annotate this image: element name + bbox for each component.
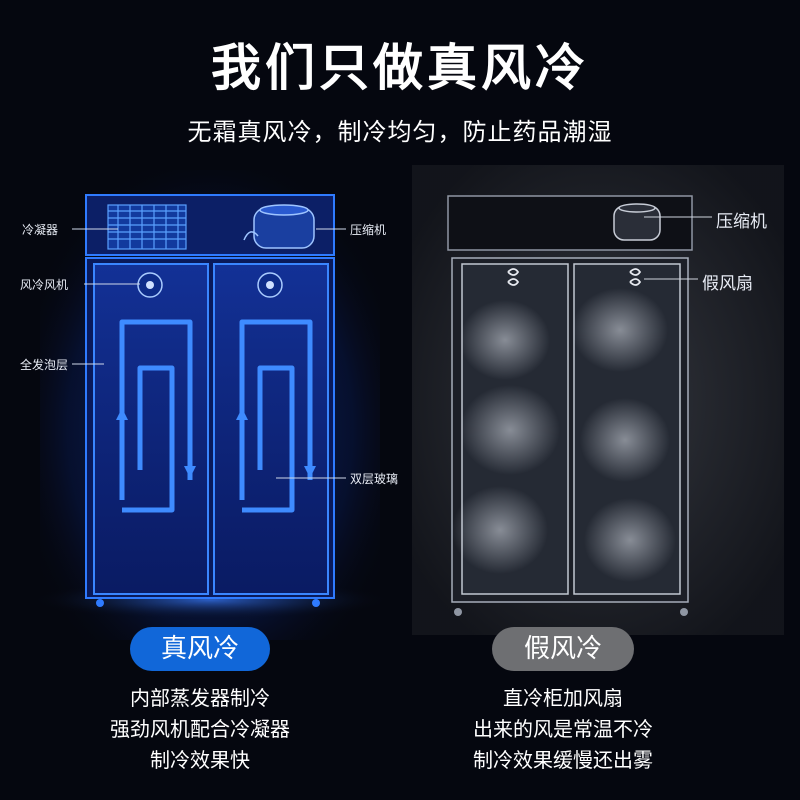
condenser-coil	[107, 204, 187, 250]
desc-line: 制冷效果快	[150, 748, 250, 772]
fan-icon	[507, 268, 642, 286]
compressor-shape	[243, 204, 315, 249]
desc-line: 制冷效果缓慢还出雾	[473, 748, 653, 772]
page-title: 我们只做真风冷	[211, 39, 589, 97]
label-compressor: 压缩机	[350, 223, 387, 237]
desc-line: 直冷柜加风扇	[503, 686, 623, 710]
true-aircool-badge: 真风冷	[130, 627, 270, 671]
true-aircool-description: 内部蒸发器制冷 强劲风机配合冷凝器 制冷效果快	[50, 683, 350, 776]
fake-aircool-badge: 假风冷	[492, 627, 634, 671]
compressor-shape	[613, 203, 661, 241]
label-compressor-fake: 压缩机	[716, 212, 767, 232]
label-fake-fan: 假风扇	[702, 274, 753, 294]
label-foam: 全发泡层	[20, 358, 69, 372]
desc-line: 内部蒸发器制冷	[130, 686, 270, 710]
label-fan: 风冷风机	[20, 278, 69, 292]
label-glass: 双层玻璃	[350, 472, 399, 486]
fake-aircool-cabinet	[412, 165, 784, 635]
page-subtitle: 无霜真风冷，制冷均匀，防止药品潮湿	[187, 118, 613, 146]
desc-line: 强劲风机配合冷凝器	[110, 717, 290, 741]
desc-line: 出来的风是常温不冷	[473, 717, 653, 741]
true-aircool-cabinet	[30, 170, 390, 640]
label-condenser: 冷凝器	[22, 223, 59, 237]
fake-aircool-description: 直冷柜加风扇 出来的风是常温不冷 制冷效果缓慢还出雾	[413, 683, 713, 776]
